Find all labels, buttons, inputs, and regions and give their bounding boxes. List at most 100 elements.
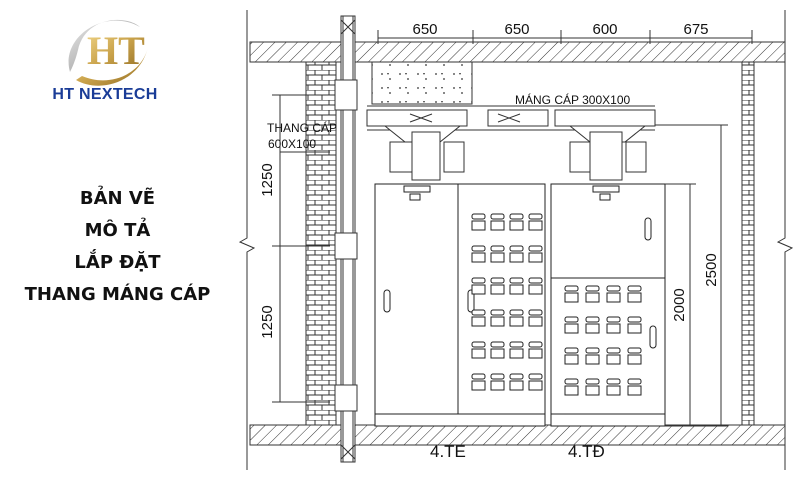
ladder-label-2: 600X100	[268, 137, 316, 151]
td-breaker	[627, 316, 642, 323]
concrete-block	[371, 61, 473, 105]
te-breaker-body	[509, 316, 524, 327]
te-breaker-body	[528, 316, 543, 327]
te-breaker-body	[528, 220, 543, 231]
te-breaker-body	[471, 220, 486, 231]
tray-label: MÁNG CÁP 300X100	[515, 92, 630, 107]
td-breaker-body	[585, 323, 600, 334]
te-breaker	[509, 373, 524, 380]
te-breaker-body	[528, 284, 543, 295]
te-breaker-body	[490, 252, 505, 263]
te-breaker	[509, 277, 524, 284]
te-breaker	[490, 309, 505, 316]
te-breaker	[490, 341, 505, 348]
break-lines	[238, 10, 794, 470]
installation-drawing: 650 650 600 675 MÁNG CÁP 300X100 THANG C…	[238, 10, 794, 470]
td-breaker	[585, 347, 600, 354]
td-breaker	[606, 378, 621, 385]
te-breaker-body	[490, 220, 505, 231]
dim-upper-1250: 1250	[259, 163, 276, 196]
horizontal-cable-tray	[366, 105, 656, 131]
dim-top-3: 600	[592, 21, 617, 38]
td-breaker-body	[606, 323, 621, 334]
td-breaker	[585, 378, 600, 385]
te-breaker	[490, 373, 505, 380]
td-breaker-body	[627, 385, 642, 396]
te-breaker-body	[509, 220, 524, 231]
te-breaker-body	[528, 252, 543, 263]
te-breaker-body	[490, 348, 505, 359]
td-breaker-body	[564, 323, 579, 334]
dim-top-1: 650	[412, 21, 437, 38]
td-breaker	[585, 316, 600, 323]
td-breaker-body	[627, 292, 642, 303]
td-breaker-body	[606, 385, 621, 396]
te-breaker	[509, 309, 524, 316]
td-breaker-body	[627, 323, 642, 334]
td-breaker-body	[585, 385, 600, 396]
te-breaker	[490, 277, 505, 284]
te-breaker	[509, 341, 524, 348]
td-breaker-body	[627, 354, 642, 365]
ceiling-slab	[249, 41, 786, 63]
dim-lower-1250: 1250	[259, 305, 276, 338]
te-breaker	[471, 373, 486, 380]
title-line-2: MÔ TẢ	[84, 220, 151, 241]
top-dimension-line	[377, 30, 753, 44]
te-breaker-body	[509, 252, 524, 263]
td-breaker	[627, 378, 642, 385]
ht-nextech-logo: HT	[68, 19, 148, 86]
te-breaker	[490, 245, 505, 252]
td-breaker	[564, 285, 579, 292]
td-breaker	[564, 347, 579, 354]
te-breaker-body	[490, 284, 505, 295]
td-breaker-body	[564, 292, 579, 303]
ladder-label-1: THANG CÁP	[267, 120, 337, 135]
td-breaker	[564, 378, 579, 385]
te-breaker-body	[471, 252, 486, 263]
td-breaker-body	[564, 385, 579, 396]
te-breaker	[471, 277, 486, 284]
cable-tray-hangers	[383, 125, 647, 181]
td-breaker	[606, 285, 621, 292]
cabinet-4te-breakers	[471, 213, 543, 391]
te-breaker	[528, 245, 543, 252]
cabinet-4td-label: 4.TĐ	[568, 442, 605, 461]
te-breaker	[528, 309, 543, 316]
logo-letters: HT	[87, 28, 145, 73]
right-brick-wall	[741, 61, 755, 426]
td-breaker	[627, 347, 642, 354]
te-breaker	[471, 341, 486, 348]
te-breaker	[490, 213, 505, 220]
left-vertical-dimensions	[272, 94, 330, 403]
te-breaker-body	[509, 380, 524, 391]
td-breaker	[606, 347, 621, 354]
title-line-1: BẢN VẼ	[79, 188, 156, 209]
te-breaker-body	[528, 380, 543, 391]
td-breaker-body	[585, 354, 600, 365]
te-breaker	[528, 373, 543, 380]
te-breaker	[509, 213, 524, 220]
brand-name: HT NEXTECH	[52, 86, 158, 103]
te-breaker	[528, 277, 543, 284]
td-breaker-body	[606, 292, 621, 303]
dim-2500: 2500	[703, 253, 720, 286]
te-breaker-body	[471, 284, 486, 295]
floor-slab	[249, 424, 786, 446]
td-breaker-body	[606, 354, 621, 365]
te-breaker-body	[471, 380, 486, 391]
drawing-title: BẢN VẼ MÔ TẢ LẮP ĐẶT THANG MÁNG CÁP	[0, 183, 235, 311]
td-breaker-body	[564, 354, 579, 365]
te-breaker	[528, 213, 543, 220]
te-breaker-body	[471, 348, 486, 359]
td-breaker	[585, 285, 600, 292]
vertical-cable-ladder	[334, 15, 358, 463]
td-breaker	[564, 316, 579, 323]
te-breaker-body	[490, 380, 505, 391]
left-brick-wall	[305, 61, 337, 426]
dim-top-2: 650	[504, 21, 529, 38]
td-breaker	[627, 285, 642, 292]
te-breaker	[471, 213, 486, 220]
te-breaker	[509, 245, 524, 252]
te-breaker	[471, 309, 486, 316]
